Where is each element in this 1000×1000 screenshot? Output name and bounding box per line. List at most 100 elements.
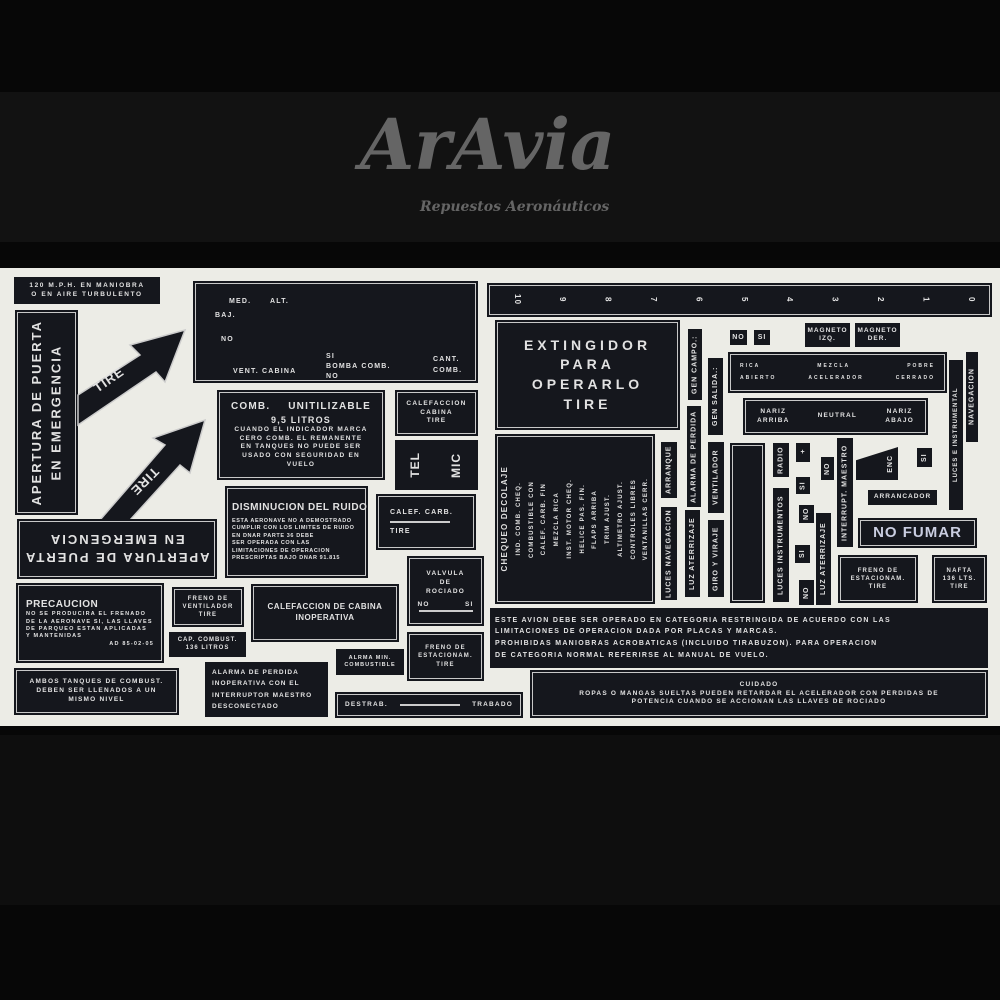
radio-label: RADIO xyxy=(773,443,789,477)
text: ABIERTO xyxy=(740,375,777,381)
text: CERO COMB. EL REMANENTE xyxy=(239,434,363,442)
text: TIRE xyxy=(426,417,447,425)
blank-placard xyxy=(730,443,765,603)
text: TEL xyxy=(407,452,422,478)
plus-label: + xyxy=(796,443,810,462)
scale-tick: 8 xyxy=(603,297,613,303)
text: AD 85-02-05 xyxy=(109,640,154,647)
arrow-icon xyxy=(98,418,207,521)
text: NAFTA xyxy=(946,567,973,574)
text: TIRE xyxy=(868,584,888,591)
text: IZQ. xyxy=(819,335,836,342)
scale-tick: 10 xyxy=(512,294,522,306)
text: TIRE xyxy=(950,584,969,591)
landing-light-label: LUZ ATERRIZAJE xyxy=(685,510,700,597)
instrument-lights-label: LUCES INSTRUMENTOS xyxy=(773,488,789,602)
text: ROCIADO xyxy=(425,588,466,595)
scale-tick: 6 xyxy=(694,297,704,303)
lock-placard: DESTRAB.TRABADO xyxy=(335,692,523,718)
text: MEZCLA xyxy=(817,363,851,370)
text: DER. xyxy=(867,335,888,342)
text: ALARMA DE PERDIDA xyxy=(212,669,299,677)
text: OPERARLO xyxy=(531,376,644,392)
checklist-item: CHEQUEO DECOLAJE xyxy=(499,466,509,572)
text: FRENO DE xyxy=(425,645,466,652)
text: VUELO xyxy=(286,460,316,468)
checklist-item: ALTIMETRO AJUST. xyxy=(617,481,624,557)
text: POBRE xyxy=(907,363,935,370)
text: ABAJO xyxy=(885,416,914,424)
text: EN TANQUES NO PUEDE SER xyxy=(240,443,362,451)
arrow-line xyxy=(390,521,450,523)
text: NO xyxy=(326,373,339,380)
text: EN DNAR PARTE 36 DEBE xyxy=(232,532,314,539)
instrument-panel-placard: MED. ALT. BAJ. NO VENT. CABINA SI BOMBA … xyxy=(193,281,478,383)
text: ROPAS O MANGAS SUELTAS PUEDEN RETARDAR E… xyxy=(579,689,939,697)
text: PARA xyxy=(560,356,615,373)
no-label: NO xyxy=(821,457,834,480)
arrow-line xyxy=(418,609,473,612)
text: Y MANTENIDAS xyxy=(26,633,83,640)
text: TIRE xyxy=(390,528,411,535)
text: COMB. xyxy=(433,367,463,374)
text: MIC xyxy=(449,452,464,478)
lights-instrumental-label: LUCES E INSTRUMENTAL xyxy=(949,360,963,510)
text: LIMITACIONES DE OPERACION DADA POR PLACA… xyxy=(495,628,778,636)
text: INTERRUPTOR MAESTRO xyxy=(212,691,313,699)
scale-tick: 9 xyxy=(558,297,568,303)
text: TIRE xyxy=(563,395,612,412)
checklist-item: INST. MOTOR CHEQ. xyxy=(566,479,573,559)
text: COMBUSTIBLE xyxy=(344,662,396,668)
fan-label: VENTILADOR xyxy=(708,442,724,513)
text: DE PARQUEO ESTAN APLICADAS xyxy=(26,626,147,633)
fuel-capacity-placard: CAP. COMBUST.136 LITROS xyxy=(169,632,246,657)
text: ESTA AERONAVE NO A DEMOSTRADO xyxy=(232,517,352,524)
text: MAGNETO xyxy=(857,326,898,334)
checklist-item: HELICE PAS. FIN. xyxy=(579,484,586,554)
text: DE LA AERONAVE SI, LAS LLAVES xyxy=(26,618,153,625)
background-band xyxy=(0,92,1000,242)
min-fuel-alarm-placard: ALRMA MIN.COMBUSTIBLE xyxy=(336,649,404,675)
no-label: NO xyxy=(799,505,814,523)
text: PROHIBIDAS MANIOBRAS ACROBATICAS (INCLUI… xyxy=(495,640,878,647)
gen-field-label: GEN CAMPO.: xyxy=(688,329,702,400)
master-switch-label: INTERRUPT. MAESTRO xyxy=(837,438,853,547)
text: CAP. COMBUST. xyxy=(177,636,238,643)
unusable-fuel-placard: COMB.UNITILIZABLE 9,5 LITROS CUANDO EL I… xyxy=(217,390,385,480)
text: BOMBA COMB. xyxy=(326,363,391,370)
noise-abatement-placard: DISMINUCION DEL RUIDO ESTA AERONAVE NO A… xyxy=(225,486,368,578)
checklist-item: CALEF. CARB. FIN xyxy=(541,482,548,556)
text: VENTILADOR xyxy=(182,603,234,610)
text: INOPERATIVA CON EL xyxy=(212,680,300,688)
text: MISMO NIVEL xyxy=(68,695,125,703)
scale-tick: 0 xyxy=(966,297,976,303)
scale-tick: 1 xyxy=(921,297,931,303)
text: CUIDADO xyxy=(739,680,779,688)
text: USADO CON SEGURIDAD EN xyxy=(242,452,360,460)
text: FRENO DE xyxy=(187,595,229,602)
text: DEBEN SER LLENADOS A UN xyxy=(36,687,157,695)
starter-label: ARRANQUE xyxy=(661,442,677,498)
stall-warning-label: ALARMA DE PERDIDA xyxy=(687,406,701,507)
text: CALEFACCION xyxy=(406,399,467,407)
text: APERTURA DE PUERTA xyxy=(24,550,210,566)
text: MED. xyxy=(229,298,252,305)
text: BAJ. xyxy=(215,312,236,319)
carb-heat-placard: CALEF. CARB.TIRE xyxy=(376,494,476,550)
text: NARIZ xyxy=(886,407,913,415)
text: SI xyxy=(464,600,474,608)
text: UNITILIZABLE xyxy=(288,401,371,413)
si-label: SI xyxy=(917,448,932,467)
